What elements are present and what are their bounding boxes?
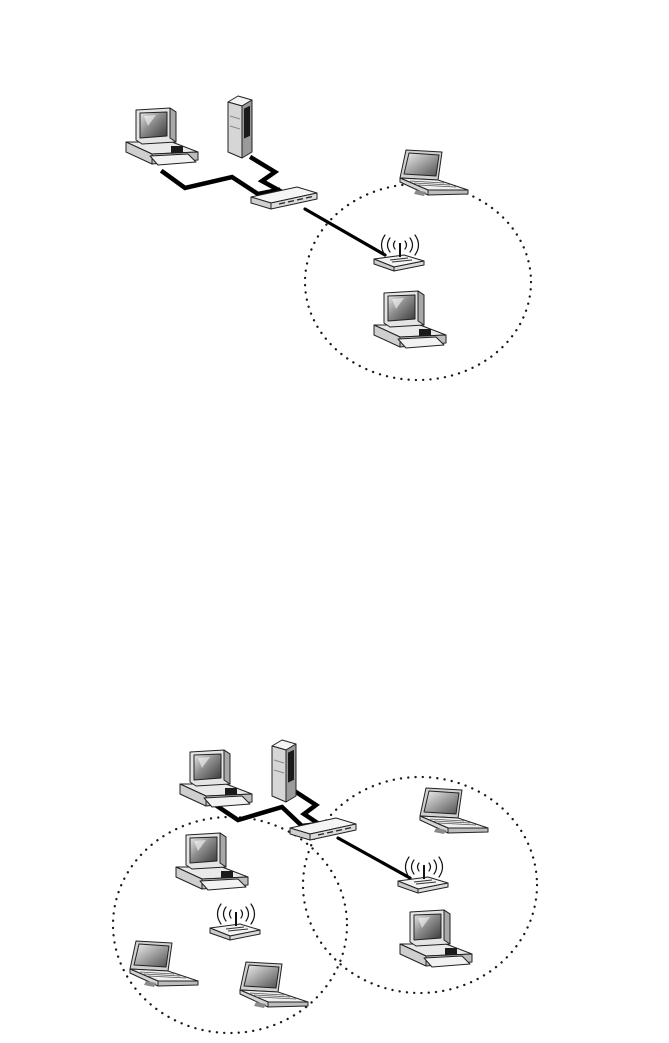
server-tower-icon bbox=[272, 740, 296, 802]
network-switch-icon bbox=[251, 187, 317, 209]
diagram-two-zones bbox=[113, 740, 537, 1033]
desktop-computer-icon bbox=[126, 108, 198, 165]
wireless-coverage-zone bbox=[305, 184, 531, 380]
cable-desktop-switch bbox=[163, 172, 278, 194]
laptop-icon bbox=[420, 788, 488, 834]
laptop-icon bbox=[130, 941, 198, 987]
wireless-access-point-icon bbox=[210, 904, 260, 940]
desktop-computer-icon bbox=[374, 291, 446, 348]
laptop-icon bbox=[400, 150, 468, 196]
desktop-computer-icon bbox=[400, 910, 472, 967]
cable-switch-access-point bbox=[305, 209, 385, 255]
cable-tower-switch bbox=[252, 158, 282, 192]
desktop-computer-icon bbox=[180, 750, 252, 807]
cable-tower-switch bbox=[296, 792, 322, 826]
diagram-single-zone bbox=[126, 96, 531, 380]
laptop-icon bbox=[240, 962, 308, 1008]
server-tower-icon bbox=[228, 96, 252, 158]
desktop-computer-icon bbox=[176, 833, 248, 890]
cable-switch-access-point bbox=[338, 838, 410, 878]
